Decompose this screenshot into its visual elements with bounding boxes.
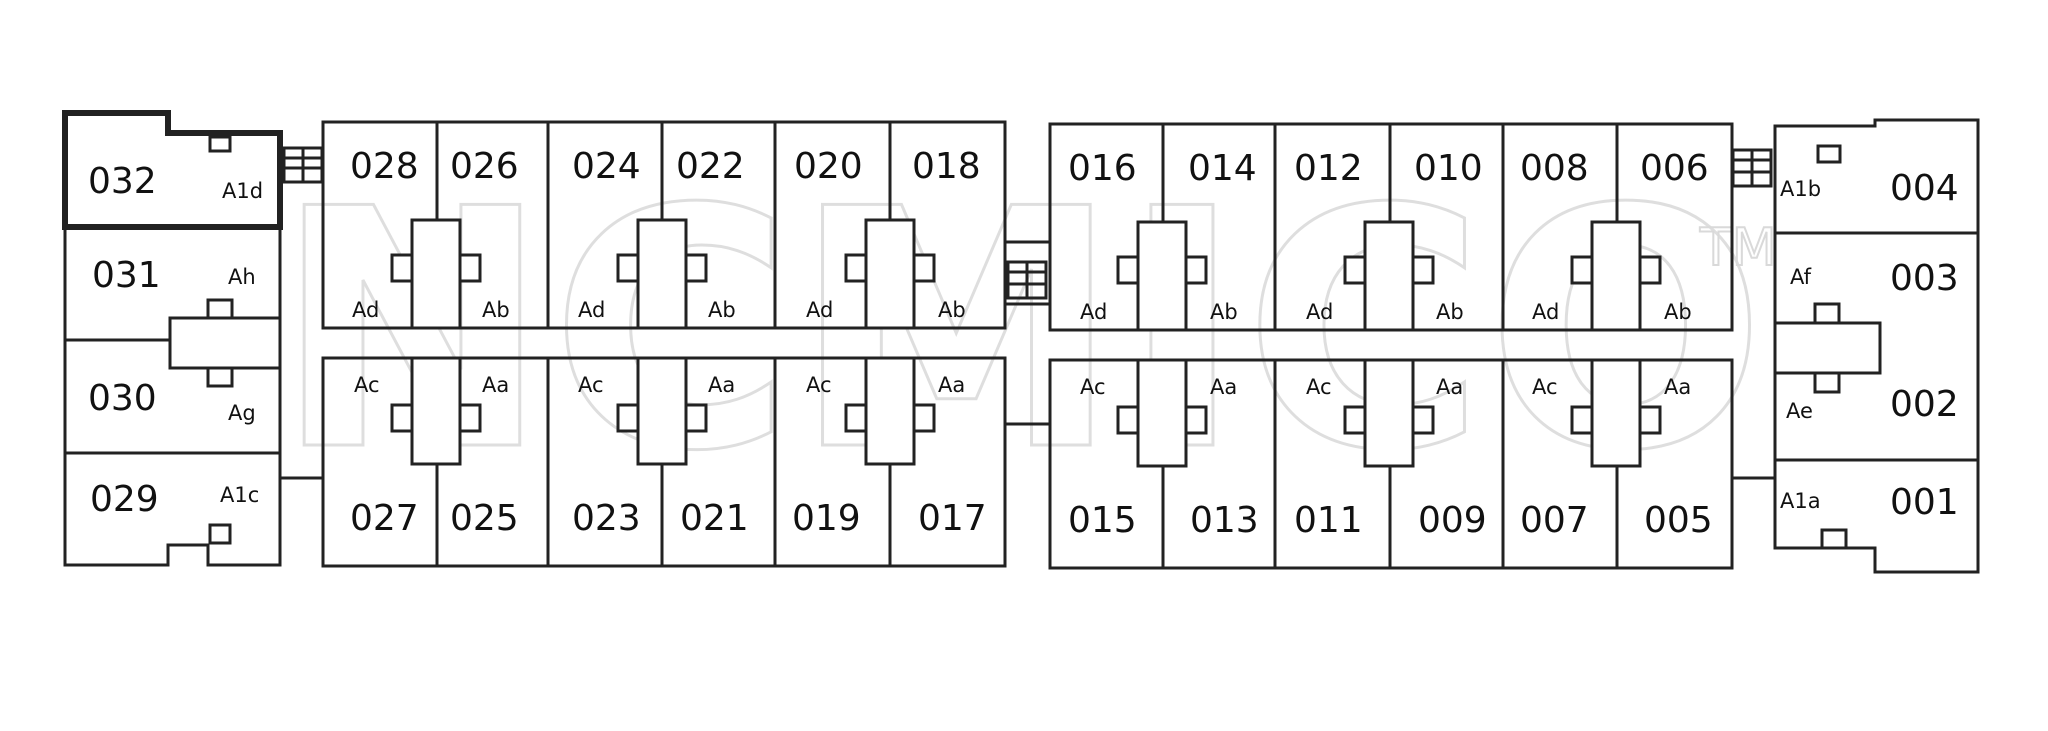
unit-025-number: 025	[450, 498, 519, 539]
unit-004-type: A1b	[1780, 177, 1821, 201]
unit-006-number: 006	[1640, 148, 1709, 189]
unit-031-number: 031	[92, 255, 161, 296]
unit-032-type: A1d	[222, 179, 263, 203]
unit-008-type: Ad	[1532, 300, 1559, 324]
unit-010-type: Ab	[1436, 300, 1464, 324]
unit-018-type: Ab	[938, 298, 966, 322]
unit-030-number: 030	[88, 378, 157, 419]
unit-015-type: Ac	[1080, 375, 1106, 399]
core-south-2	[616, 356, 708, 466]
door	[206, 298, 234, 320]
unit-008-number: 008	[1520, 148, 1589, 189]
unit-018-number: 018	[912, 146, 981, 187]
unit-016-number: 016	[1068, 148, 1137, 189]
core-south-1	[390, 356, 482, 466]
door	[208, 135, 232, 153]
west-wing	[62, 110, 324, 567]
unit-020-number: 020	[794, 146, 863, 187]
core-north-3	[844, 218, 936, 330]
door	[208, 523, 232, 545]
unit-012-number: 012	[1294, 148, 1363, 189]
unit-014-number: 014	[1188, 148, 1257, 189]
unit-010-number: 010	[1414, 148, 1483, 189]
unit-028-number: 028	[350, 146, 419, 187]
core-north-2	[616, 218, 708, 330]
unit-014-type: Ab	[1210, 300, 1238, 324]
unit-017-number: 017	[918, 498, 987, 539]
door	[1813, 302, 1841, 325]
unit-021-type: Aa	[708, 373, 735, 397]
unit-011-number: 011	[1294, 500, 1363, 541]
core-south-6	[1570, 358, 1662, 468]
unit-002-type: Ae	[1786, 399, 1813, 423]
unit-007-type: Ac	[1532, 375, 1558, 399]
unit-019-number: 019	[792, 498, 861, 539]
core-north-1	[390, 218, 482, 330]
unit-006-type: Ab	[1664, 300, 1692, 324]
unit-002-number: 002	[1890, 384, 1959, 425]
core-north-5	[1343, 220, 1435, 332]
unit-022-type: Ab	[708, 298, 736, 322]
unit-024-type: Ad	[578, 298, 605, 322]
unit-029-type: A1c	[220, 483, 259, 507]
unit-013-number: 013	[1190, 500, 1259, 541]
unit-012-type: Ad	[1306, 300, 1333, 324]
unit-013-type: Aa	[1210, 375, 1237, 399]
stair-icon	[1006, 260, 1048, 300]
unit-011-type: Ac	[1306, 375, 1332, 399]
west-block	[321, 120, 1007, 568]
unit-001-number: 001	[1890, 482, 1959, 523]
unit-009-number: 009	[1418, 500, 1487, 541]
unit-024-number: 024	[572, 146, 641, 187]
door	[1816, 144, 1842, 164]
unit-003-number: 003	[1890, 258, 1959, 299]
unit-031-type: Ah	[228, 265, 256, 289]
unit-017-type: Aa	[938, 373, 965, 397]
unit-023-type: Ac	[578, 373, 604, 397]
unit-022-number: 022	[676, 146, 745, 187]
unit-019-type: Ac	[806, 373, 832, 397]
core-south-4	[1116, 358, 1208, 468]
unit-020-type: Ad	[806, 298, 833, 322]
door	[1820, 528, 1848, 550]
unit-026-number: 026	[450, 146, 519, 187]
unit-027-number: 027	[350, 498, 419, 539]
unit-007-number: 007	[1520, 500, 1589, 541]
door	[206, 366, 234, 388]
east-core	[1773, 321, 1882, 375]
unit-009-type: Aa	[1436, 375, 1463, 399]
unit-005-type: Aa	[1664, 375, 1691, 399]
unit-005-number: 005	[1644, 500, 1713, 541]
unit-003-type: Af	[1790, 265, 1812, 289]
unit-004-number: 004	[1890, 168, 1959, 209]
unit-029-number: 029	[90, 479, 159, 520]
unit-025-type: Aa	[482, 373, 509, 397]
unit-016-type: Ad	[1080, 300, 1107, 324]
east-wing	[1773, 118, 1980, 574]
core-north-4	[1116, 220, 1208, 332]
core-north-6	[1570, 220, 1662, 332]
core-south-3	[844, 356, 936, 466]
unit-027-type: Ac	[354, 373, 380, 397]
core-south-5	[1343, 358, 1435, 468]
east-wing-outline	[1773, 118, 1980, 574]
unit-015-number: 015	[1068, 500, 1137, 541]
unit-labels: 032 A1d 031 Ah 030 Ag 029 A1c 028 Ad 026…	[88, 146, 1959, 541]
watermark-tm: TM	[1699, 218, 1777, 278]
door	[1813, 371, 1841, 394]
unit-021-number: 021	[680, 498, 749, 539]
unit-030-type: Ag	[228, 401, 256, 425]
unit-026-type: Ab	[482, 298, 510, 322]
unit-001-type: A1a	[1780, 489, 1821, 513]
unit-028-type: Ad	[352, 298, 379, 322]
unit-023-number: 023	[572, 498, 641, 539]
unit-032-number: 032	[88, 161, 157, 202]
west-core	[168, 316, 282, 370]
east-block	[1048, 122, 1734, 570]
